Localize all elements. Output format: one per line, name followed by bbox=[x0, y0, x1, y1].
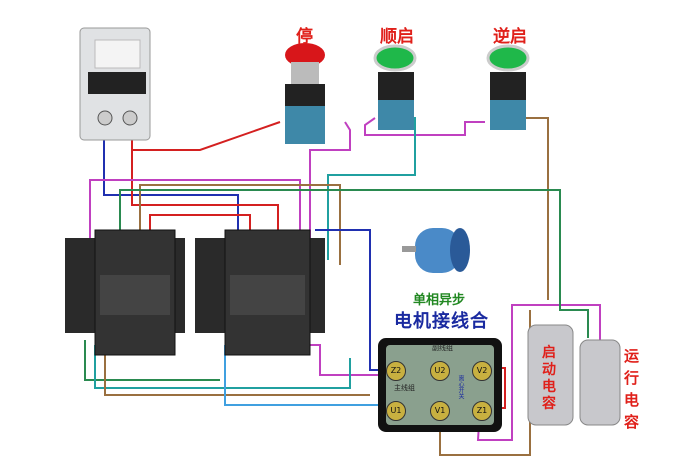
reverse-label: 逆启 bbox=[493, 27, 527, 47]
terminal-z2: Z2 bbox=[386, 361, 406, 381]
motor-type-label: 单相异步 bbox=[413, 293, 466, 308]
terminal-u2: U2 bbox=[430, 361, 450, 381]
wire-brown-top bbox=[139, 184, 341, 265]
start-capacitor-label: 启动电容 bbox=[542, 345, 556, 412]
forward-label: 顺启 bbox=[380, 27, 414, 47]
wire-brown-bottom bbox=[104, 345, 370, 396]
terminals: Z2 U2 V2 U1 V1 Z1 bbox=[386, 361, 494, 421]
terminal-v1: V1 bbox=[430, 401, 450, 421]
wire-magenta-z1 bbox=[476, 304, 601, 441]
terminal-u1: U1 bbox=[386, 401, 406, 421]
wire-blue-z2 bbox=[315, 229, 388, 371]
contactor-reverse bbox=[195, 229, 325, 356]
wire-green-run bbox=[559, 300, 589, 338]
terminal-box bbox=[378, 338, 502, 432]
aux-winding-label: 副线组 bbox=[432, 344, 453, 352]
wire-red-l bbox=[131, 150, 279, 240]
wire-red-cross bbox=[149, 214, 251, 240]
reverse-start-button[interactable] bbox=[486, 44, 530, 130]
motor-icon bbox=[402, 228, 470, 273]
stop-label: 停 bbox=[296, 27, 313, 47]
run-capacitor bbox=[579, 339, 621, 426]
run-capacitor-label: 运行电容 bbox=[624, 347, 640, 431]
centrifugal-switch-label: 离心开关 bbox=[457, 375, 464, 399]
wire-green-cap bbox=[119, 189, 561, 300]
terminal-v2: V2 bbox=[472, 361, 492, 381]
wire-blue-breaker bbox=[103, 140, 239, 240]
box-title: 电机接线合 bbox=[394, 311, 489, 332]
wire-magenta-top bbox=[89, 179, 301, 250]
contactor-forward bbox=[65, 229, 185, 356]
circuit-breaker[interactable] bbox=[79, 27, 151, 141]
main-winding-label: 主线组 bbox=[394, 384, 415, 392]
start-capacitor bbox=[527, 324, 574, 426]
wire-red-breaker-stop bbox=[131, 121, 281, 151]
forward-start-button[interactable] bbox=[373, 44, 417, 130]
wire-teal-bottom bbox=[94, 345, 351, 389]
terminal-z1: Z1 bbox=[472, 401, 492, 421]
stop-button[interactable] bbox=[285, 43, 325, 144]
wire-magenta-stop bbox=[309, 121, 351, 260]
wire-grey-rev bbox=[520, 117, 549, 300]
wire-green-bottom bbox=[84, 340, 220, 381]
